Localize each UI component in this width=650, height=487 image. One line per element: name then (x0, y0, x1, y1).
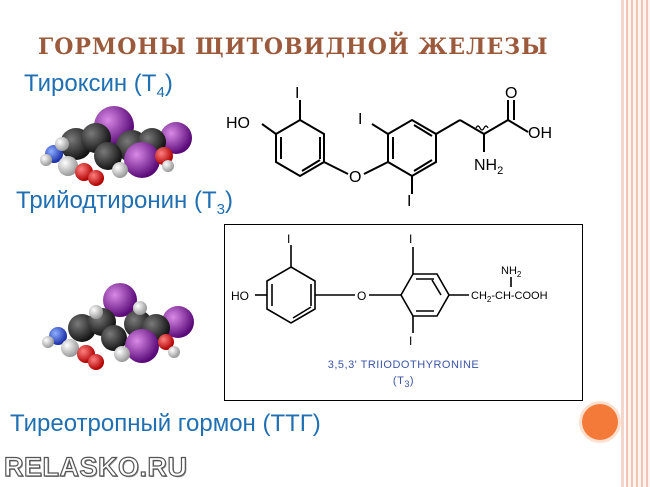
label-thyroxine-text: Тироксин (Т (24, 70, 157, 97)
s1-ho: HO (226, 115, 250, 132)
s1-i3: I (407, 193, 411, 208)
label-thyroxine-close: ) (164, 70, 173, 97)
triiodothyronine-3d-model-image (42, 283, 194, 370)
s1-i2: I (358, 111, 362, 128)
s1-nh2: NH2 (474, 157, 503, 177)
s2-nh2: NH2 (501, 265, 522, 279)
s2-chain-rest: -CH-COOH (491, 290, 547, 302)
slide-title: ГОРМОНЫ ЩИТОВИДНОЙ ЖЕЛЕЗЫ (38, 34, 549, 60)
s1-o-top: O (505, 85, 517, 102)
t3-caption-abbrev-text: (T (392, 375, 405, 387)
label-thyroxine: Тироксин (Т4) (24, 70, 173, 101)
label-t3-sub: 3 (216, 200, 225, 218)
t3-structural-formula: HO I O I I CH2-CH-COOH NH2 (231, 232, 548, 348)
t3-caption-abbrev: (T3) (225, 375, 582, 389)
label-triiodothyronine: Трийодтиронин (Т3) (16, 187, 233, 218)
s2-chain: CH2-CH-COOH (471, 290, 548, 304)
s2-nh: NH (501, 265, 517, 277)
label-tsh-text: Тиреотропный гормон (ТТГ) (10, 410, 321, 437)
t3-caption-abbrev-sub: 3 (404, 379, 410, 390)
s2-i2: I (409, 232, 412, 246)
s2-nh-sub: 2 (517, 270, 522, 279)
s2-i3: I (409, 334, 412, 348)
thyroxine-structural-formula: HO I O I I O OH NH2 (226, 85, 552, 208)
t3-caption: 3,5,3' TRIIODOTHYRONINE (327, 359, 480, 371)
s1-o: O (349, 169, 361, 186)
s1-nh: NH (474, 157, 497, 174)
t3-caption-abbrev-close: ) (409, 375, 415, 387)
s2-ho: HO (231, 289, 249, 303)
s2-o: O (357, 289, 366, 303)
thyroxine-3d-model-image (40, 106, 192, 186)
label-tsh: Тиреотропный гормон (ТТГ) (10, 410, 321, 438)
s1-oh: OH (528, 125, 552, 142)
decorative-stripe-inner (621, 0, 624, 487)
s2-ch-sub: 2 (487, 295, 492, 304)
s2-i1: I (287, 232, 290, 246)
t3-formula-panel: HO I O I I CH2-CH-COOH NH2 3,5,3' TRIIOD… (224, 224, 583, 401)
label-t3-text: Трийодтиронин (Т (16, 187, 217, 214)
label-t3-close: ) (224, 187, 233, 214)
decorative-stripes (626, 0, 650, 487)
label-thyroxine-sub: 4 (156, 83, 165, 101)
s2-ch: CH (471, 290, 487, 302)
watermark-logo: RELASKO.RU (3, 451, 188, 482)
s1-nh-sub: 2 (497, 165, 503, 177)
orange-circle-decoration (582, 404, 618, 440)
s1-i1: I (295, 85, 299, 102)
